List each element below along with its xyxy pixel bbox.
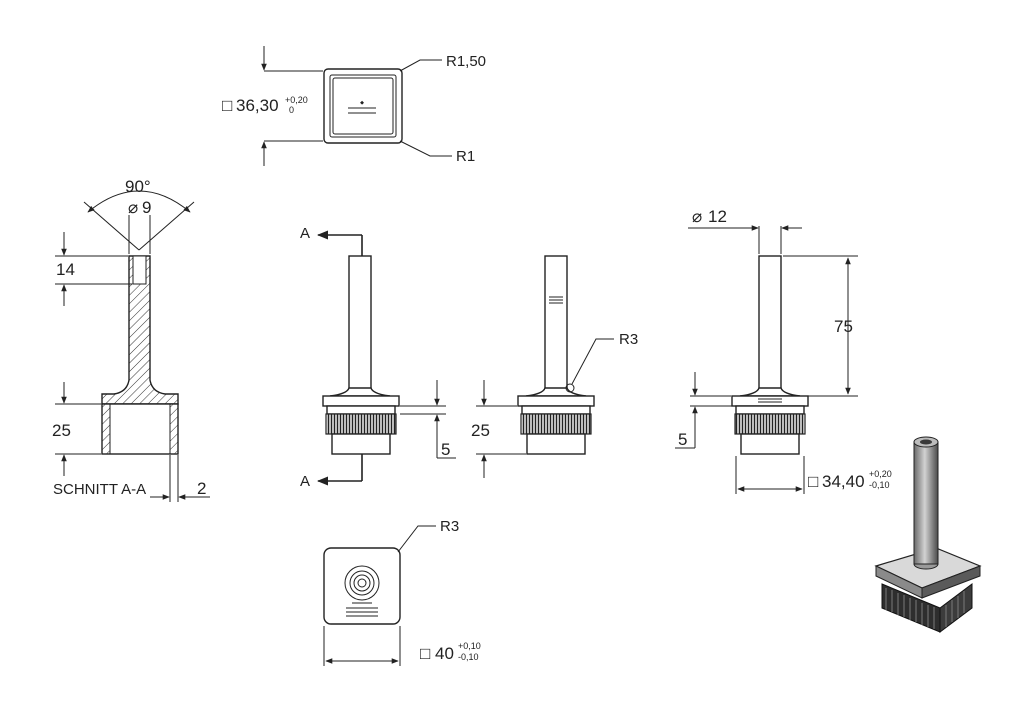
right-view-length: 75 <box>834 317 853 336</box>
side-view-height: 25 <box>471 421 490 440</box>
top-view-size-symbol: □ <box>222 96 232 115</box>
right-view: ⌀ 12 75 5 □ 34,40 +0,20 -0,10 <box>675 207 892 494</box>
section-body <box>101 403 179 455</box>
section-wall: 2 <box>197 479 206 498</box>
top-view-outer <box>323 68 403 144</box>
bottom-view-tol-upper: +0,10 <box>458 641 481 651</box>
section-bore-symbol: ⌀ <box>128 198 138 217</box>
isometric-render <box>874 436 982 633</box>
top-view-radius-outer: R1,50 <box>446 53 486 70</box>
bottom-view-outline <box>323 547 401 625</box>
section-bore: 9 <box>142 198 151 217</box>
section-base: 25 <box>52 421 71 440</box>
front-view-mark-top: A <box>300 225 310 242</box>
bottom-view: R3 □ 40 +0,10 -0,10 <box>323 518 481 666</box>
bottom-view-size: 40 <box>435 644 454 663</box>
right-view-step: 5 <box>678 430 687 449</box>
right-view-tol-lower: -0,10 <box>869 480 890 490</box>
front-view: A A 5 <box>300 225 456 490</box>
bottom-view-tol-lower: -0,10 <box>458 652 479 662</box>
right-view-size-symbol: □ <box>808 472 818 491</box>
front-view-step: 5 <box>441 440 450 459</box>
section-caption: SCHNITT A-A <box>53 481 146 498</box>
top-view-size: 36,30 <box>236 96 279 115</box>
side-view-knurl <box>520 413 592 435</box>
side-view-radius: R3 <box>619 331 638 348</box>
section-depth: 14 <box>56 260 75 279</box>
top-view-tol-upper: +0,20 <box>285 95 308 105</box>
top-view-logo-text: ◆ <box>360 100 364 106</box>
right-view-knurl <box>734 413 806 435</box>
bottom-view-radius: R3 <box>440 518 459 535</box>
front-view-knurl <box>325 413 397 435</box>
right-view-tube: 12 <box>708 207 727 226</box>
right-view-tol-upper: +0,20 <box>869 469 892 479</box>
right-view-tube-symbol: ⌀ <box>692 207 702 226</box>
front-view-mark-bottom: A <box>300 473 310 490</box>
bottom-view-size-symbol: □ <box>420 644 430 663</box>
section-angle: 90° <box>125 177 151 196</box>
top-view: ◆ □ 36,30 +0,20 0 R1,50 R1 <box>222 46 486 166</box>
top-view-tol-lower: 0 <box>289 105 294 115</box>
section-view: 90° ⌀ 9 14 25 2 SCHNITT A-A <box>52 177 210 502</box>
top-view-radius-inner: R1 <box>456 148 475 165</box>
right-view-size: 34,40 <box>822 472 865 491</box>
side-view: R3 25 <box>471 255 638 478</box>
top-view-inner2 <box>332 77 394 135</box>
top-view-inner <box>329 74 397 138</box>
